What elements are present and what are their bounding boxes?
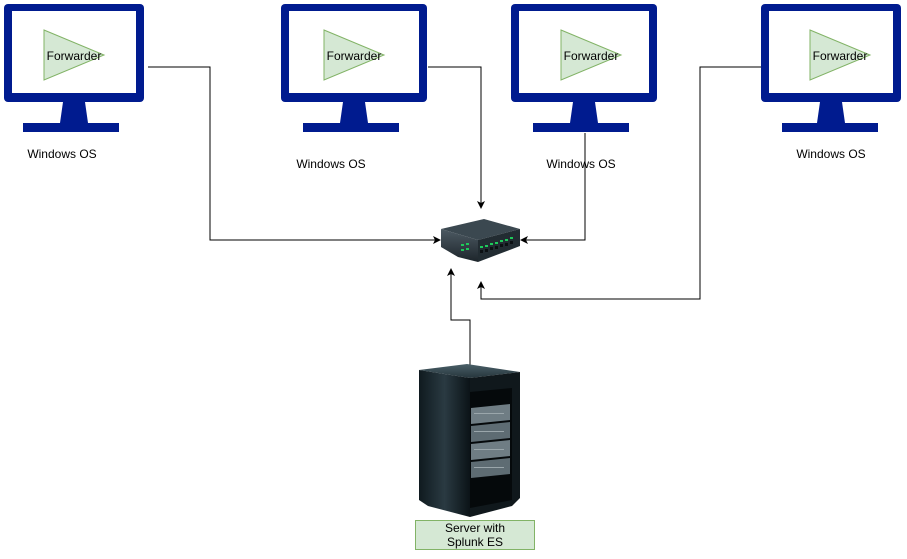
forwarder-3-label: Forwarder xyxy=(564,49,619,63)
monitor-1-stand-neck xyxy=(60,102,88,123)
switch-ports xyxy=(461,237,513,251)
rack-front xyxy=(419,370,470,517)
connector-server-switch xyxy=(450,274,471,368)
connector-monitor-4-switch xyxy=(480,66,762,300)
rack-top xyxy=(419,364,520,378)
switch-top xyxy=(441,219,520,240)
arrowhead-2 xyxy=(477,201,485,209)
server-label-line-2: Splunk ES xyxy=(446,535,504,549)
monitor-3-stand-base xyxy=(533,123,629,132)
monitor-2-stand-neck xyxy=(340,102,368,123)
monitor-node-2[interactable]: Forwarder Windows OS xyxy=(281,4,427,171)
forwarder-4-label: Forwarder xyxy=(813,49,868,63)
server-label: Server with Splunk ES xyxy=(415,520,535,550)
connector-monitor-3-switch xyxy=(526,133,586,241)
forwarder-2-icon xyxy=(323,29,386,81)
switch-side xyxy=(478,229,520,262)
os-label-1: Windows OS xyxy=(27,147,96,161)
forwarder-1-label: Forwarder xyxy=(47,49,102,63)
monitor-3-stand-neck xyxy=(570,102,598,123)
rack-units xyxy=(471,404,510,478)
monitor-node-4[interactable]: Forwarder Windows OS xyxy=(761,4,901,161)
arrowhead-3 xyxy=(520,236,528,244)
network-switch-icon[interactable] xyxy=(441,219,520,262)
connectors xyxy=(148,66,762,368)
switch-front xyxy=(441,229,478,262)
monitor-1-stand-base xyxy=(23,123,119,132)
forwarder-4-icon xyxy=(809,29,872,81)
monitor-node-3[interactable]: Forwarder Windows OS xyxy=(511,4,657,171)
arrowhead-4 xyxy=(477,281,485,289)
monitor-node-1[interactable]: Forwarder Windows OS xyxy=(4,4,144,161)
connector-monitor-2-switch xyxy=(428,66,482,203)
monitor-2-stand-base xyxy=(303,123,399,132)
arrowhead-5 xyxy=(447,268,455,276)
forwarder-2-label: Forwarder xyxy=(327,49,382,63)
server-label-line-1: Server with xyxy=(444,521,506,535)
server-rack-icon[interactable] xyxy=(419,364,520,517)
os-label-3: Windows OS xyxy=(546,157,615,171)
switch-port-slots xyxy=(480,241,513,253)
os-label-2: Windows OS xyxy=(296,157,365,171)
forwarder-3-icon xyxy=(560,29,623,81)
monitor-4-stand-neck xyxy=(817,102,845,123)
forwarder-1-icon xyxy=(43,29,106,81)
connector-monitor-1-switch xyxy=(148,66,435,241)
os-label-4: Windows OS xyxy=(796,147,865,161)
monitor-4-stand-base xyxy=(782,123,878,132)
arrowhead-1 xyxy=(433,236,441,244)
